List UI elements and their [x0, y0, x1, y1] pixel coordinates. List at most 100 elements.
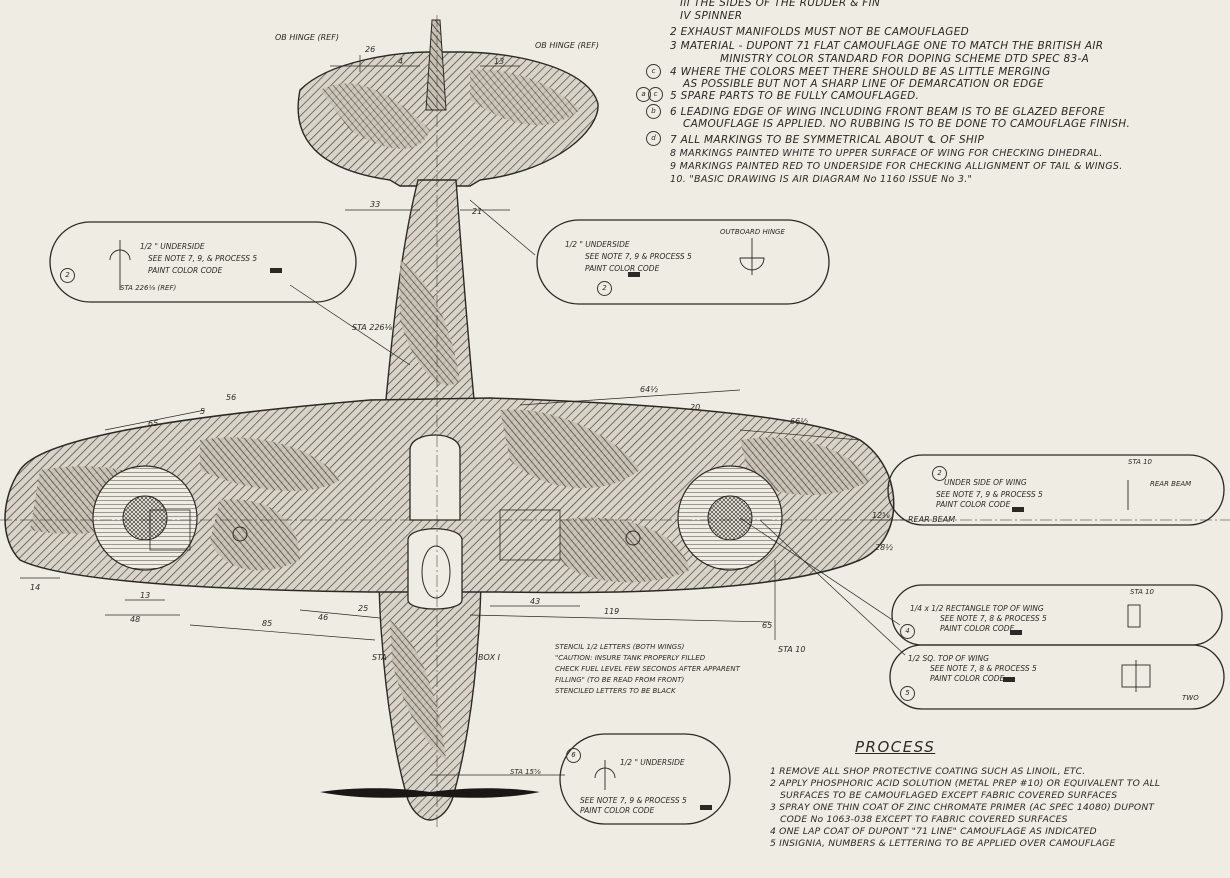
note-4b: AS POSSIBLE BUT NOT A SHARP LINE OF DEMA… [683, 78, 1044, 90]
callout2-line3: PAINT COLOR CODE [585, 264, 660, 273]
callout4-extra: STA 10 [1130, 588, 1154, 596]
callout3-extra: STA 10 [1128, 458, 1152, 466]
note-8: 8 MARKINGS PAINTED WHITE TO UPPER SURFAC… [670, 148, 1103, 159]
callout6-line2: SEE NOTE 7, 9 & PROCESS 5 [580, 796, 687, 805]
box-i: BOX I [478, 653, 501, 662]
stencil-line1: STENCIL 1/2 LETTERS (BOTH WINGS) [555, 643, 685, 651]
callout1-line2: SEE NOTE 7, 9, & PROCESS 5 [148, 254, 258, 263]
note-line-a: III THE SIDES OF THE RUDDER & FIN [680, 0, 881, 9]
callout2-circle: 2 [597, 281, 612, 296]
callout5-circle: 5 [900, 686, 915, 701]
note-4a: 4 WHERE THE COLORS MEET THERE SHOULD BE … [670, 66, 1051, 78]
sta-10: STA 10 [778, 645, 805, 654]
ob-hinge-right: OB HINGE (REF) [535, 41, 599, 50]
dim-64: 64½ [640, 385, 658, 394]
callout5-line2: SEE NOTE 7, 8 & PROCESS 5 [930, 664, 1037, 673]
note-line-b: IV SPINNER [680, 10, 743, 22]
note-7: 7 ALL MARKINGS TO BE SYMMETRICAL ABOUT ℄… [670, 134, 985, 146]
callout4-line3: PAINT COLOR CODE [940, 624, 1015, 633]
process-title: PROCESS [855, 738, 936, 756]
process-step4: 4 ONE LAP COAT OF DUPONT "71 LINE" CAMOU… [770, 826, 1097, 837]
callout4-circle: 4 [900, 624, 915, 639]
callout3-line1: UNDER SIDE OF WING [944, 478, 1027, 487]
callout5-extra: TWO [1182, 694, 1199, 702]
callout1-extra: STA 226⅛ (REF) [120, 284, 177, 292]
callout3-line3: PAINT COLOR CODE [936, 500, 1011, 509]
process-step2b: SURFACES TO BE CAMOUFLAGED EXCEPT FABRIC… [780, 790, 1118, 801]
callout6-extra: STA 15⅝ [510, 768, 541, 776]
dim-85: 85 [262, 619, 272, 628]
dim-21: 21 [472, 207, 482, 216]
stencil-line4: FILLING" (TO BE READ FROM FRONT) [555, 676, 685, 684]
dim-14: 14 [30, 583, 40, 592]
dim-56: 56 [226, 393, 236, 402]
note-3b: MINISTRY COLOR STANDARD FOR DOPING SCHEM… [720, 53, 1090, 65]
canopy [409, 434, 461, 521]
propeller [320, 788, 540, 798]
ob-hinge-left: OB HINGE (REF) [275, 33, 339, 42]
stencil-line2: "CAUTION: INSURE TANK PROPERLY FILLED [555, 654, 706, 662]
process-step2a: 2 APPLY PHOSPHORIC ACID SOLUTION (METAL … [770, 778, 1161, 789]
callout1-line3: PAINT COLOR CODE [148, 266, 223, 275]
callout6-line1: 1/2 " UNDERSIDE [620, 758, 685, 767]
process-step5: 5 INSIGNIA, NUMBERS & LETTERING TO BE AP… [770, 838, 1116, 849]
note-3a: 3 MATERIAL - DUPONT 71 FLAT CAMOUFLAGE O… [670, 40, 1104, 52]
dim-4: 4 [398, 57, 403, 66]
note-6a: 6 LEADING EDGE OF WING INCLUDING FRONT B… [670, 106, 1106, 118]
dim-5: 5 [200, 407, 205, 416]
callout-box-5 [889, 644, 1225, 710]
dim-12: 12⅝ [872, 511, 890, 520]
stencil-line5: STENCILED LETTERS TO BE BLACK [555, 687, 676, 695]
dim-33: 33 [370, 200, 380, 209]
callout2-line1: 1/2 " UNDERSIDE [565, 240, 630, 249]
sta-226: STA 226⅛ [352, 323, 393, 332]
rev-marker-c: c [646, 64, 661, 79]
callout4-line1: 1/4 x 1/2 RECTANGLE TOP OF WING [910, 604, 1044, 613]
dim-13: 13 [494, 57, 504, 66]
rear-beam: REAR BEAM [908, 515, 955, 524]
callout3-extra2: REAR BEAM [1150, 480, 1192, 488]
callout5-line3: PAINT COLOR CODE [930, 674, 1005, 683]
note-10: 10. "BASIC DRAWING IS AIR DIAGRAM No 116… [670, 174, 973, 185]
callout3-circle: 2 [932, 466, 947, 481]
dim-43: 43 [530, 597, 540, 606]
note-6b: CAMOUFLAGE IS APPLIED. NO RUBBING IS TO … [683, 118, 1131, 130]
callout6-line3: PAINT COLOR CODE [580, 806, 655, 815]
sta-label: STA [372, 653, 387, 662]
callout2-extra: OUTBOARD HINGE [720, 228, 785, 236]
dim-119: 119 [604, 607, 619, 616]
process-step3b: CODE No 1063-038 EXCEPT TO FABRIC COVERE… [780, 814, 1068, 825]
note-5: 5 SPARE PARTS TO BE FULLY CAMOUFLAGED. [670, 90, 920, 102]
callout6-circle: 6 [566, 748, 581, 763]
dim-65b: 65 [762, 621, 772, 630]
callout1-line1: 1/2 " UNDERSIDE [140, 242, 205, 251]
dim-20: 20 [690, 403, 700, 412]
callout3-line2: SEE NOTE 7, 9 & PROCESS 5 [936, 490, 1043, 499]
callout4-line2: SEE NOTE 7, 8 & PROCESS 5 [940, 614, 1047, 623]
dim-48: 48 [130, 615, 140, 624]
stencil-line3: CHECK FUEL LEVEL FEW SECONDS AFTER APPAR… [555, 665, 740, 673]
callout-box-3 [887, 454, 1225, 526]
callout-box-1 [49, 221, 357, 303]
callout-box-2 [536, 219, 830, 305]
dim-26: 26 [365, 45, 375, 54]
rev-marker-c2: c [648, 87, 663, 102]
note-2: 2 EXHAUST MANIFOLDS MUST NOT BE CAMOUFLA… [670, 26, 970, 38]
dim-66: 66½ [790, 417, 808, 426]
dim-28: 28½ [875, 543, 893, 552]
process-step3a: 3 SPRAY ONE THIN COAT OF ZINC CHROMATE P… [770, 802, 1155, 813]
dim-13b: 13 [140, 591, 150, 600]
dim-46: 46 [318, 613, 328, 622]
fin-top [425, 19, 447, 111]
dim-25: 25 [358, 604, 368, 613]
callout5-line1: 1/2 SQ. TOP OF WING [908, 654, 989, 663]
callout2-line2: SEE NOTE 7, 9 & PROCESS 5 [585, 252, 692, 261]
rev-marker-b: b [646, 104, 661, 119]
callout-box-6 [559, 733, 731, 825]
rev-marker-d: d [646, 131, 661, 146]
callout1-circle: 2 [60, 268, 75, 283]
note-9: 9 MARKINGS PAINTED RED TO UNDERSIDE FOR … [670, 161, 1123, 172]
dim-65: 65 [148, 419, 158, 428]
